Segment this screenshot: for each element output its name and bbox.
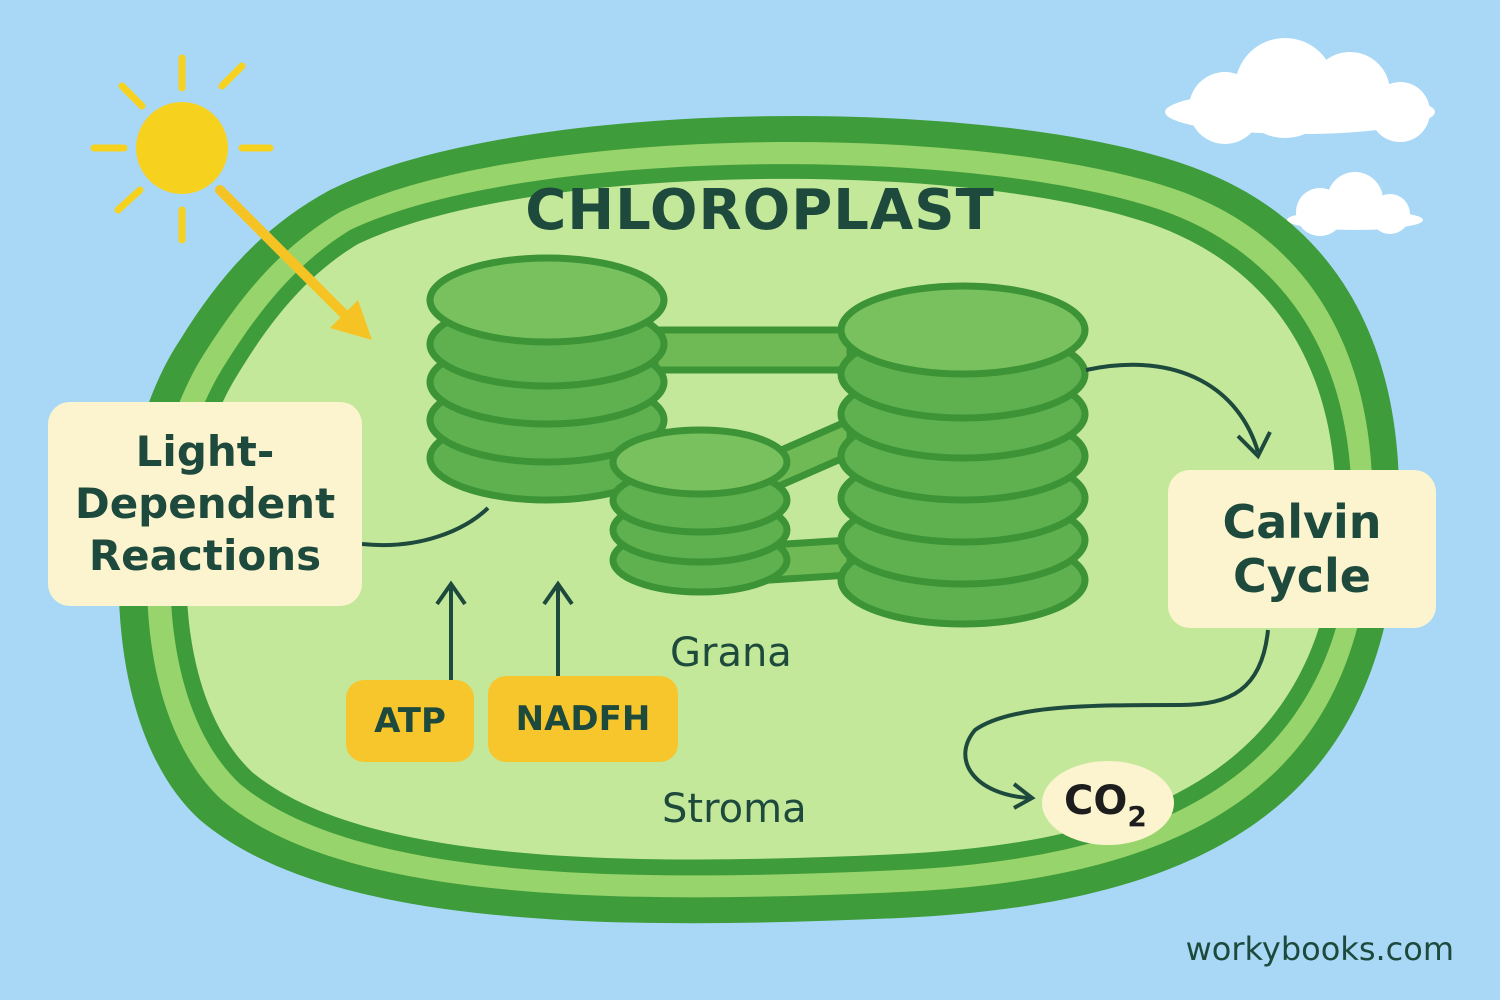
light-ray-arrow xyxy=(215,185,372,340)
co2-bubble xyxy=(1042,761,1174,845)
grana-label: Grana xyxy=(670,630,792,676)
atp-badge: ATP xyxy=(346,680,474,762)
light-reactions-connector xyxy=(361,506,490,547)
nadph-badge: NADFH xyxy=(488,676,678,762)
granum-middle xyxy=(609,426,791,596)
light-dependent-line1: Light- xyxy=(135,427,275,476)
light-dependent-line2: Dependent xyxy=(74,479,336,528)
calvin-line1: Calvin xyxy=(1222,495,1382,549)
calvin-line2: Cycle xyxy=(1233,549,1371,603)
atp-up-arrow xyxy=(435,580,467,680)
light-dependent-line3: Reactions xyxy=(88,531,322,580)
diagram-title: CHLOROPLAST xyxy=(525,178,995,243)
watermark[interactable]: workybooks.com xyxy=(1185,930,1454,968)
light-dependent-reactions-box: Light- Dependent Reactions xyxy=(48,402,362,606)
cloud-large-icon xyxy=(1165,38,1435,144)
granum-left xyxy=(426,254,668,504)
co2-subscript: 2 xyxy=(1127,800,1147,833)
calvin-to-co2-arrow xyxy=(963,629,1270,810)
grana-to-calvin-arrow xyxy=(1085,362,1272,460)
co2-label: CO2 xyxy=(1064,778,1147,833)
granum-right xyxy=(837,282,1089,628)
cloud-small-icon xyxy=(1287,172,1423,236)
nadph-up-arrow xyxy=(542,580,574,680)
calvin-cycle-box: Calvin Cycle xyxy=(1168,470,1436,628)
co2-main: CO xyxy=(1064,778,1128,824)
stroma-label: Stroma xyxy=(662,786,807,832)
sun-icon xyxy=(90,54,274,244)
